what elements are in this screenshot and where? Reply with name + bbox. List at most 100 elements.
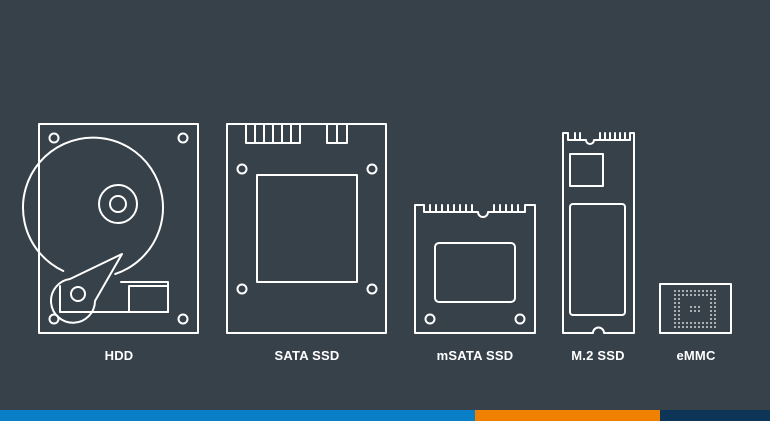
m2-ssd-drawing (562, 132, 635, 334)
emmc-ball (682, 290, 684, 292)
emmc-ball (674, 290, 676, 292)
emmc-ball (706, 294, 708, 296)
footer-bar-blue (0, 410, 475, 421)
emmc-ball (678, 314, 680, 316)
emmc-ball-grid (674, 290, 716, 328)
emmc-ball (674, 326, 676, 328)
hdd-screw-hole (48, 132, 60, 144)
emmc-ball (682, 294, 684, 296)
hdd-spindle-ring (98, 184, 138, 224)
label-emmc: eMMC (676, 348, 716, 363)
emmc-ball (674, 306, 676, 308)
emmc-ball (694, 322, 696, 324)
emmc-ball (702, 326, 704, 328)
sata-screw-hole (366, 163, 378, 175)
footer-bar-navy (660, 410, 770, 421)
emmc-ball (682, 326, 684, 328)
emmc-ball (702, 294, 704, 296)
emmc-ball (710, 322, 712, 324)
footer-bar-orange (475, 410, 660, 421)
emmc-ball (690, 306, 692, 308)
emmc-ball (710, 298, 712, 300)
emmc-ball (678, 318, 680, 320)
sata-screw-hole (366, 283, 378, 295)
emmc-ball (686, 322, 688, 324)
sata-case (226, 123, 387, 334)
emmc-ball (706, 322, 708, 324)
emmc-ball (674, 310, 676, 312)
emmc-ball (690, 322, 692, 324)
emmc-ball (678, 322, 680, 324)
emmc-ball (674, 298, 676, 300)
emmc-ball (706, 290, 708, 292)
emmc-ball (710, 302, 712, 304)
emmc-ball (690, 294, 692, 296)
hdd-controller-chip (128, 285, 169, 313)
emmc-ball (694, 306, 696, 308)
emmc-ball (690, 310, 692, 312)
emmc-ball (694, 290, 696, 292)
emmc-ball (714, 318, 716, 320)
emmc-ball (698, 322, 700, 324)
emmc-ball (714, 322, 716, 324)
m2-controller-chip (569, 153, 604, 187)
emmc-ball (686, 326, 688, 328)
label-sata-ssd: SATA SSD (274, 348, 340, 363)
emmc-ball (686, 294, 688, 296)
label-hdd: HDD (104, 348, 134, 363)
emmc-package (659, 283, 732, 334)
emmc-ball (694, 326, 696, 328)
emmc-ball (674, 318, 676, 320)
emmc-ball (694, 294, 696, 296)
emmc-ball (710, 290, 712, 292)
emmc-ball (710, 326, 712, 328)
label-msata-ssd: mSATA SSD (436, 348, 514, 363)
emmc-ball (714, 326, 716, 328)
emmc-ball (714, 314, 716, 316)
emmc-ball (710, 314, 712, 316)
emmc-ball (714, 302, 716, 304)
msata-board (414, 204, 536, 334)
emmc-ball (714, 310, 716, 312)
msata-screw-hole (514, 313, 526, 325)
emmc-ball (678, 294, 680, 296)
sata-screw-hole (236, 283, 248, 295)
hdd-screw-hole (177, 132, 189, 144)
msata-chip (434, 242, 516, 303)
emmc-drawing (659, 283, 732, 334)
emmc-ball (678, 298, 680, 300)
emmc-ball (710, 294, 712, 296)
emmc-ball (682, 322, 684, 324)
emmc-ball (698, 294, 700, 296)
emmc-ball (694, 310, 696, 312)
msata-screw-hole (424, 313, 436, 325)
m2-board (562, 132, 635, 334)
hdd-actuator-pivot (70, 286, 86, 302)
msata-ssd-drawing (414, 204, 536, 334)
hdd-platter (22, 136, 164, 275)
hdd-screw-hole (48, 313, 60, 325)
hdd-spindle-hub (109, 195, 127, 213)
emmc-ball (678, 326, 680, 328)
emmc-ball (674, 302, 676, 304)
emmc-ball (678, 290, 680, 292)
emmc-ball (698, 290, 700, 292)
emmc-ball (686, 290, 688, 292)
label-m2-ssd: M.2 SSD (571, 348, 625, 363)
emmc-ball (674, 322, 676, 324)
emmc-ball (678, 310, 680, 312)
emmc-ball (714, 298, 716, 300)
emmc-ball (674, 314, 676, 316)
emmc-ball (710, 306, 712, 308)
hdd-actuator-arm (50, 253, 123, 324)
emmc-ball (690, 326, 692, 328)
emmc-ball (714, 290, 716, 292)
emmc-ball (698, 310, 700, 312)
emmc-ball (710, 318, 712, 320)
emmc-ball (678, 302, 680, 304)
emmc-ball (698, 326, 700, 328)
emmc-ball (706, 326, 708, 328)
emmc-ball (702, 322, 704, 324)
hdd-case (38, 123, 199, 334)
